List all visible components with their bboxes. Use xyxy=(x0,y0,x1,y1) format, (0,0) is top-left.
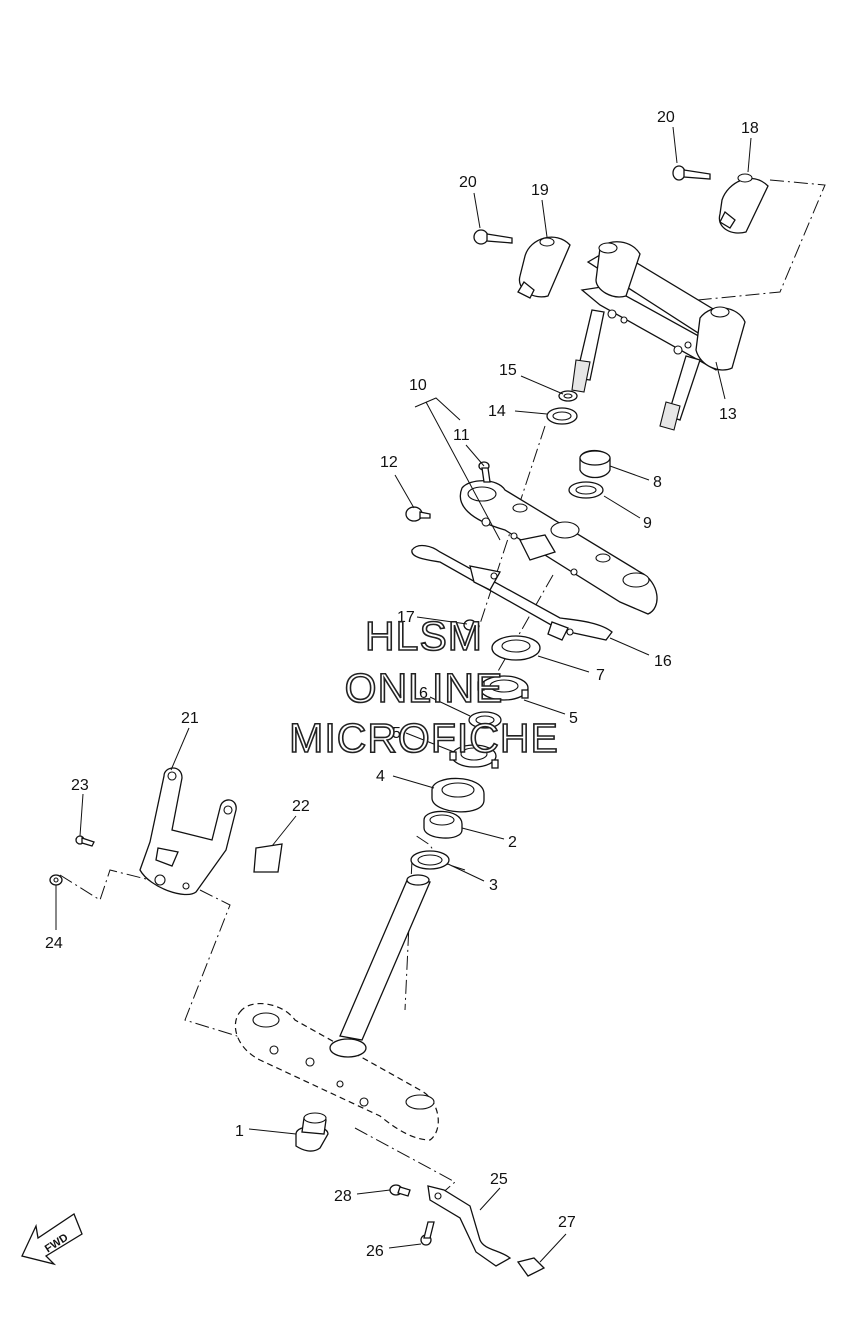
pad-22 xyxy=(253,843,283,873)
callout-27: 27 xyxy=(558,1214,576,1231)
callout-10: 10 xyxy=(409,377,427,394)
bolt-20-left xyxy=(473,229,513,245)
callout-11: 11 xyxy=(453,427,470,444)
callout-23: 23 xyxy=(71,777,89,794)
callout-20-left: 20 xyxy=(459,174,477,191)
callout-19: 19 xyxy=(531,182,549,199)
watermark-line-3: MICROFICHE xyxy=(288,715,559,761)
watermark-line-2: ONLINE xyxy=(344,665,504,711)
callout-4: 4 xyxy=(376,768,385,785)
callout-13: 13 xyxy=(719,406,737,423)
grommet-27 xyxy=(516,1257,546,1277)
washer-15 xyxy=(558,390,578,402)
bracket-21 xyxy=(139,767,237,896)
callout-8: 8 xyxy=(653,474,662,491)
fwd-arrow-icon: FWD xyxy=(21,1213,83,1266)
collar-1 xyxy=(295,1112,329,1152)
washer-9 xyxy=(568,481,604,499)
dust-seal-4 xyxy=(431,777,485,813)
bearing-2 xyxy=(423,810,463,839)
watermark-line-1: HLSM xyxy=(364,613,483,659)
callout-labels: 1 2 3 4 5 5 6 7 8 9 10 11 12 13 14 15 16… xyxy=(45,109,759,1260)
callout-20-right: 20 xyxy=(657,109,675,126)
callout-16: 16 xyxy=(654,653,672,670)
steering-nut-8 xyxy=(579,449,611,479)
callout-5-lower: 5 xyxy=(392,725,401,742)
callout-28: 28 xyxy=(334,1188,352,1205)
under-bracket xyxy=(234,874,439,1141)
callout-6: 6 xyxy=(419,685,428,702)
callout-17: 17 xyxy=(397,609,415,626)
callout-24: 24 xyxy=(45,935,63,952)
lock-washer-6 xyxy=(468,711,502,729)
nut-24 xyxy=(49,874,63,886)
ring-nut-5-lower xyxy=(449,744,499,769)
ring-nut-5-upper xyxy=(477,675,529,701)
handlebar-holder-18 xyxy=(718,173,769,234)
callout-21: 21 xyxy=(181,710,199,727)
callout-1: 1 xyxy=(235,1123,244,1140)
callout-26: 26 xyxy=(366,1243,384,1260)
bolt-23 xyxy=(75,835,95,847)
callout-9: 9 xyxy=(643,515,652,532)
handlebar-holder-19 xyxy=(517,236,571,299)
callout-14: 14 xyxy=(488,403,506,420)
callout-2: 2 xyxy=(508,834,517,851)
bolt-28 xyxy=(389,1184,411,1197)
callout-12: 12 xyxy=(380,454,398,471)
bolt-20-right xyxy=(672,165,711,181)
nut-17 xyxy=(463,619,477,631)
leader-lines xyxy=(55,126,752,1263)
callout-15: 15 xyxy=(499,362,517,379)
callout-18: 18 xyxy=(741,120,759,137)
callout-3: 3 xyxy=(489,877,498,894)
callout-25: 25 xyxy=(490,1171,508,1188)
bracket-25 xyxy=(427,1185,512,1267)
handlebar-assembly xyxy=(571,241,746,431)
callout-22: 22 xyxy=(292,798,310,815)
bearing-cover-7 xyxy=(491,635,541,661)
cable-guide-16 xyxy=(411,544,613,641)
callout-5-upper: 5 xyxy=(569,710,578,727)
upper-bracket-10 xyxy=(459,480,658,615)
cap-12 xyxy=(405,506,431,522)
callout-7: 7 xyxy=(596,667,605,684)
screw-11 xyxy=(478,461,491,483)
seal-3 xyxy=(410,850,450,870)
bolt-26 xyxy=(420,1221,435,1246)
washer-14 xyxy=(546,407,578,425)
